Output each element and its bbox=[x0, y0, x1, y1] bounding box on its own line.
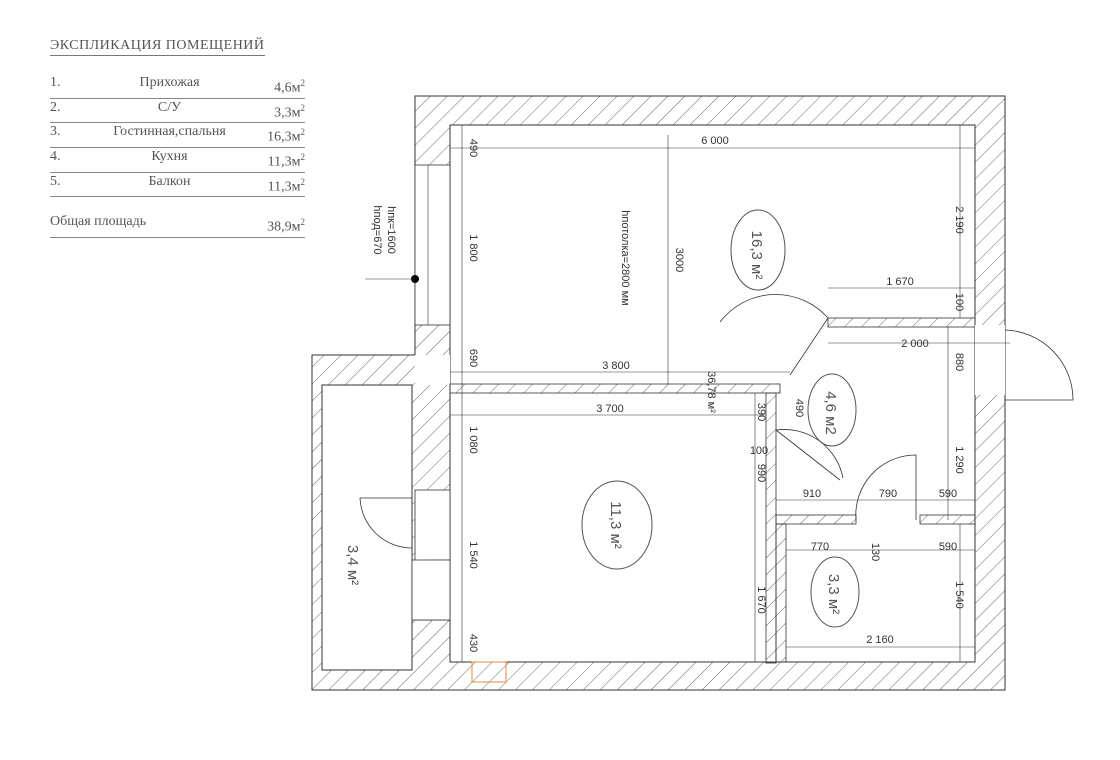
legend-row-area: 3,3м2 bbox=[274, 102, 305, 121]
wall-gap bbox=[415, 355, 450, 385]
legend-row: 3. Гостинная,спальня 16,3м2 bbox=[50, 123, 305, 148]
dimension-label: 1 540 bbox=[953, 581, 965, 609]
kitchen-door-swing bbox=[775, 429, 844, 481]
room-label-living: 16,3 м² bbox=[748, 231, 765, 280]
dimension-label: 990 bbox=[755, 464, 767, 482]
dimension-label: 1 080 bbox=[467, 426, 479, 454]
partition-bath-left bbox=[775, 523, 787, 663]
legend-row: 5. Балкон 11,3м2 bbox=[50, 173, 305, 198]
partition-bath-top-right bbox=[919, 514, 976, 525]
ceiling-height-note: hпотолка=2800 мм bbox=[619, 210, 631, 305]
dimension-label: 770 bbox=[811, 541, 829, 553]
room-bubble-living bbox=[730, 209, 786, 291]
dimension-label: 790 bbox=[879, 488, 897, 500]
legend-total-area: 38,9м2 bbox=[267, 217, 305, 235]
legend-row-name: Кухня bbox=[151, 148, 188, 164]
dimension-label: 1 290 bbox=[953, 446, 965, 474]
legend-row-number: 4. bbox=[50, 148, 61, 164]
dimension-label: 910 bbox=[803, 488, 821, 500]
legend-total-label: Общая площадь bbox=[50, 214, 147, 230]
radiator-mark bbox=[471, 661, 507, 683]
legend-title: ЭКСПЛИКАЦИЯ ПОМЕЩЕНИЙ bbox=[50, 38, 265, 56]
dimension-label: 1 540 bbox=[467, 541, 479, 569]
partition-corridor bbox=[827, 317, 976, 328]
legend-row-area: 16,3м2 bbox=[267, 127, 305, 145]
legend-row-area: 4,6м2 bbox=[274, 78, 305, 96]
dimension-label: 100 bbox=[953, 293, 965, 311]
room-bubble-bath bbox=[810, 556, 860, 628]
legend-row-number: 2. bbox=[50, 99, 61, 115]
dimension-label: 1 670 bbox=[886, 276, 914, 288]
entrance-door-swing bbox=[1004, 329, 1074, 401]
room-label-balcony: 3,4 м² bbox=[344, 545, 361, 585]
legend-row-area: 11,3м2 bbox=[267, 151, 305, 170]
window-note-2: hпод=670 bbox=[371, 205, 383, 254]
dimension-label: 690 bbox=[467, 349, 479, 367]
partition-bath-top-left bbox=[775, 514, 857, 525]
dimension-labels: 6 000 490 1 800 690 3000 2 190 1 670 100… bbox=[467, 135, 965, 652]
dimension-label: 880 bbox=[953, 353, 965, 371]
room-label-kitchen: 11,3 м² bbox=[607, 501, 624, 549]
room-legend: ЭКСПЛИКАЦИЯ ПОМЕЩЕНИЙ 1. Прихожая 4,6м2 … bbox=[50, 36, 310, 238]
dimension-label: 130 bbox=[869, 543, 881, 561]
room-label-hall: 4,6 м2 bbox=[822, 391, 839, 435]
dimension-label: 490 bbox=[793, 399, 805, 417]
dimension-label: 6 000 bbox=[701, 135, 729, 147]
dimension-lines bbox=[450, 125, 1010, 662]
dimension-label: 590 bbox=[939, 541, 957, 553]
legend-row-number: 3. bbox=[50, 124, 61, 140]
legend-row-area: 11,3м2 bbox=[267, 176, 305, 195]
partition-kitchen-right bbox=[765, 392, 777, 664]
legend-row: 1. Прихожая 4,6м2 bbox=[50, 74, 305, 99]
dimension-label: 390 bbox=[755, 403, 767, 421]
balcony-door-swing bbox=[359, 497, 413, 549]
legend-total: Общая площадь 38,9м2 bbox=[50, 213, 305, 238]
entrance-door-gap bbox=[975, 325, 1005, 395]
dimension-label: 490 bbox=[467, 139, 479, 157]
dimension-label: 3 800 bbox=[602, 360, 630, 372]
dimension-label: 430 bbox=[467, 634, 479, 652]
balcony-floor bbox=[321, 384, 413, 671]
legend-row: 4. Кухня 11,3м2 bbox=[50, 148, 305, 173]
room-bubble-kitchen bbox=[581, 480, 653, 570]
legend-row-number: 5. bbox=[50, 173, 61, 189]
window-living bbox=[414, 164, 451, 326]
dimension-label: 2 160 bbox=[866, 634, 894, 646]
room-bubble-hall bbox=[807, 373, 857, 447]
legend-row-number: 1. bbox=[50, 75, 61, 90]
window-note-1: hпк=1600 bbox=[385, 206, 397, 254]
room-label-bath: 3,3 м² bbox=[825, 574, 842, 614]
bath-door-swing bbox=[855, 454, 917, 521]
dimension-label: 590 bbox=[939, 488, 957, 500]
dimension-label: 1 670 bbox=[755, 586, 767, 614]
legend-row-name: Балкон bbox=[148, 173, 191, 189]
dimension-label: 100 bbox=[750, 445, 768, 457]
dimension-label: 3000 bbox=[673, 248, 685, 272]
legend-row-name: Гостинная,спальня bbox=[113, 124, 226, 140]
area-note: 36,78 м² bbox=[705, 371, 717, 413]
legend-row-name: С/У bbox=[157, 99, 182, 115]
legend-row-name: Прихожая bbox=[139, 75, 200, 90]
living-door-swing bbox=[719, 294, 829, 376]
dimension-label: 3 700 bbox=[596, 403, 624, 415]
legend-row: 2. С/У 3,3м2 bbox=[50, 99, 305, 124]
dimension-label: 2 000 bbox=[901, 338, 929, 350]
dimension-label: 1 800 bbox=[467, 234, 479, 262]
dimension-label: 2 190 bbox=[953, 206, 965, 234]
partition-living-kitchen bbox=[449, 383, 781, 394]
